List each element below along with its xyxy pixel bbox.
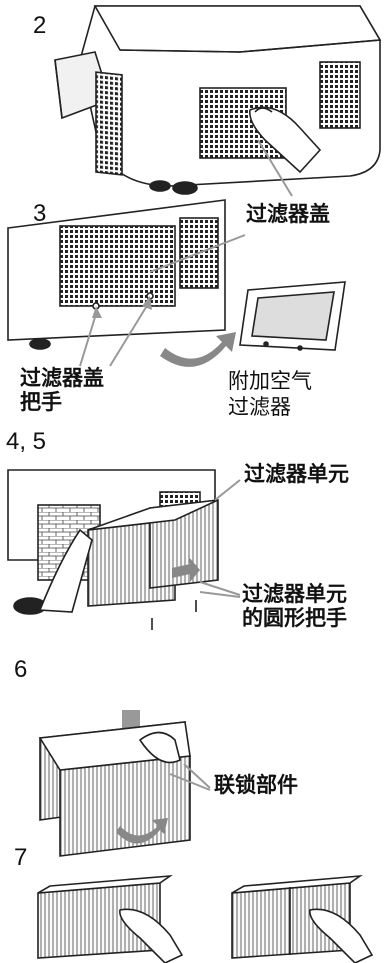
- projector-top-view: [54, 5, 382, 197]
- label-extra-filter-1: 附加空气: [228, 369, 312, 393]
- label-filter-unit-knob-2: 的圆形把手: [242, 606, 347, 630]
- label-filter-cover-handle-1: 过滤器盖: [20, 366, 104, 390]
- projector-front-view: [7, 199, 246, 367]
- label-filter-cover-handle-2: 把手: [20, 390, 62, 414]
- label-filter-unit-knob-1: 过滤器单元: [242, 582, 347, 606]
- step-number-2: 2: [33, 12, 47, 39]
- extra-air-filter: [239, 281, 346, 351]
- interlock-illustration: [38, 710, 211, 857]
- label-interlock-part: 联锁部件: [214, 773, 298, 797]
- step-number-6: 6: [14, 656, 28, 683]
- label-extra-filter-2: 过滤器: [228, 395, 291, 419]
- curved-arrow-icon: [160, 332, 236, 367]
- step-number-4-5: 4, 5: [6, 428, 47, 455]
- filter-cleaning-illustration: [37, 874, 374, 963]
- label-filter-cover: 过滤器盖: [246, 202, 330, 226]
- step-number-7: 7: [14, 844, 28, 871]
- label-filter-unit: 过滤器单元: [244, 462, 349, 486]
- step-number-3: 3: [33, 200, 47, 227]
- filter-unit-removal: [7, 469, 241, 630]
